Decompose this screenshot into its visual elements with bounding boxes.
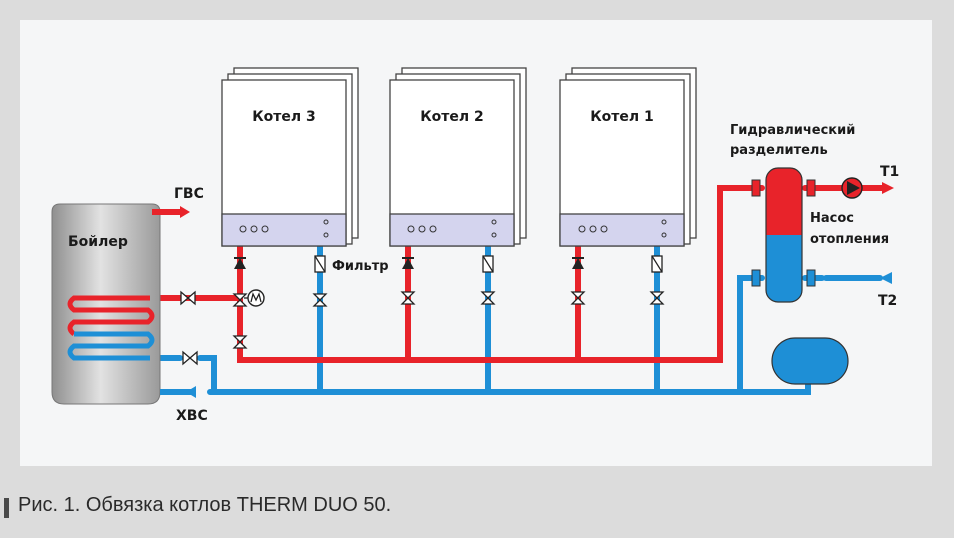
circulation-pump [841, 177, 863, 199]
boiler-3-label: Котел 3 [252, 109, 316, 125]
figure-caption: Рис. 1. Обвязка котлов THERM DUO 50. [18, 494, 392, 516]
boiler-control-dots [239, 219, 667, 238]
cold-water-inlet [160, 386, 196, 398]
t2-arrow [880, 272, 892, 284]
boiler-3 [221, 67, 359, 247]
hydraulic-separator [751, 167, 816, 303]
boiler-2 [389, 67, 527, 247]
t2-label: Т2 [878, 293, 897, 309]
t1-arrow [882, 182, 894, 194]
boiler-2-label: Котел 2 [420, 109, 484, 125]
heating-scheme-diagram: Котел 3 Котел 2 Котел 1 ГВС ХВС Бойлер Ф… [20, 20, 932, 466]
hot-water-tank [51, 203, 161, 405]
boiler-1-label: Котел 1 [590, 109, 654, 125]
motorized-valve [244, 289, 265, 307]
separator-label-line1: Гидравлический [730, 123, 855, 138]
tank-cold-coil [67, 331, 155, 361]
cold-water-label: ХВС [176, 408, 208, 424]
filter-label: Фильтр [332, 259, 389, 274]
expansion-vessel [771, 337, 849, 385]
boiler-1 [559, 67, 697, 247]
separator-label-line2: разделитель [730, 143, 828, 158]
hot-water-label: ГВС [174, 186, 204, 202]
t1-label: Т1 [880, 164, 899, 180]
hot-water-outlet [152, 206, 190, 218]
pump-label-line1: Насос [810, 211, 854, 226]
caption-marker [4, 498, 9, 518]
tank-hot-coil [67, 295, 155, 336]
tank-label: Бойлер [68, 234, 128, 250]
pump-label-line2: отопления [810, 232, 889, 247]
caption-bar: Рис. 1. Обвязка котлов THERM DUO 50. [0, 484, 954, 538]
